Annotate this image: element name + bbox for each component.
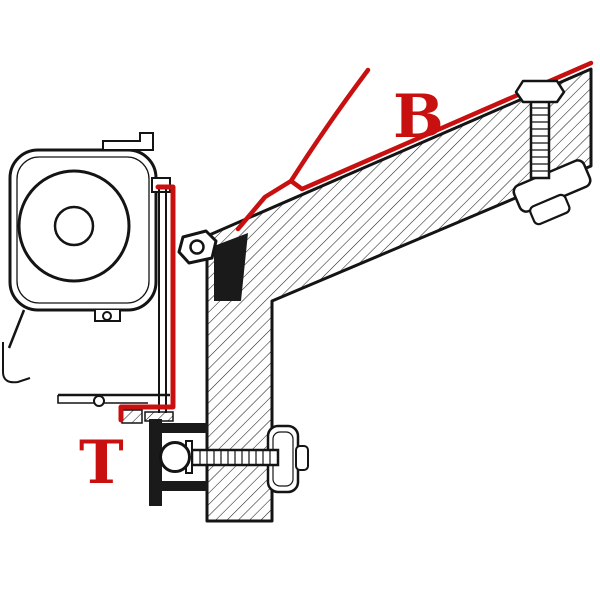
label-B: B bbox=[393, 82, 444, 152]
upper-bolt-assembly bbox=[512, 79, 592, 226]
lower-bolt-head-highlight bbox=[160, 443, 171, 471]
awning-case-inner-line bbox=[16, 156, 150, 304]
roller-hub bbox=[53, 205, 95, 247]
case-bottom-rail-bottom bbox=[57, 395, 148, 404]
upper-bolt-shaft bbox=[529, 98, 551, 180]
roof-wall-hatched-section bbox=[205, 67, 593, 523]
bottom-rail-screw bbox=[93, 395, 105, 407]
lower-bracket-fin-bottom bbox=[162, 481, 208, 491]
awning-case-assembly bbox=[1, 132, 174, 424]
red-adapter-profiles bbox=[118, 60, 594, 423]
upper-clamp-nut bbox=[529, 193, 571, 226]
case-front-arm bbox=[7, 309, 26, 349]
upper-bolt-head bbox=[514, 79, 566, 104]
upper-bolt-threads bbox=[531, 107, 549, 172]
lower-nut-tab bbox=[295, 445, 309, 471]
lower-bracket-plate bbox=[149, 419, 162, 506]
corner-wedge-block bbox=[214, 233, 248, 301]
case-bottom-screw bbox=[102, 311, 112, 321]
case-top-bracket bbox=[102, 132, 154, 151]
lower-bolt-threads bbox=[199, 450, 271, 465]
roof-wall-structure bbox=[205, 67, 593, 523]
corner-bracket-nut bbox=[177, 229, 218, 265]
rail-foot-block-left bbox=[121, 409, 143, 424]
wall-adapter-red-profile bbox=[118, 184, 176, 423]
case-front-lip bbox=[1, 342, 31, 384]
lower-bracket-assembly bbox=[149, 419, 309, 506]
awning-flange-red-line bbox=[288, 67, 371, 184]
bracket-nut-hole bbox=[189, 239, 205, 255]
label-T: T bbox=[79, 428, 124, 498]
lower-bracket-fin-top bbox=[162, 423, 208, 433]
